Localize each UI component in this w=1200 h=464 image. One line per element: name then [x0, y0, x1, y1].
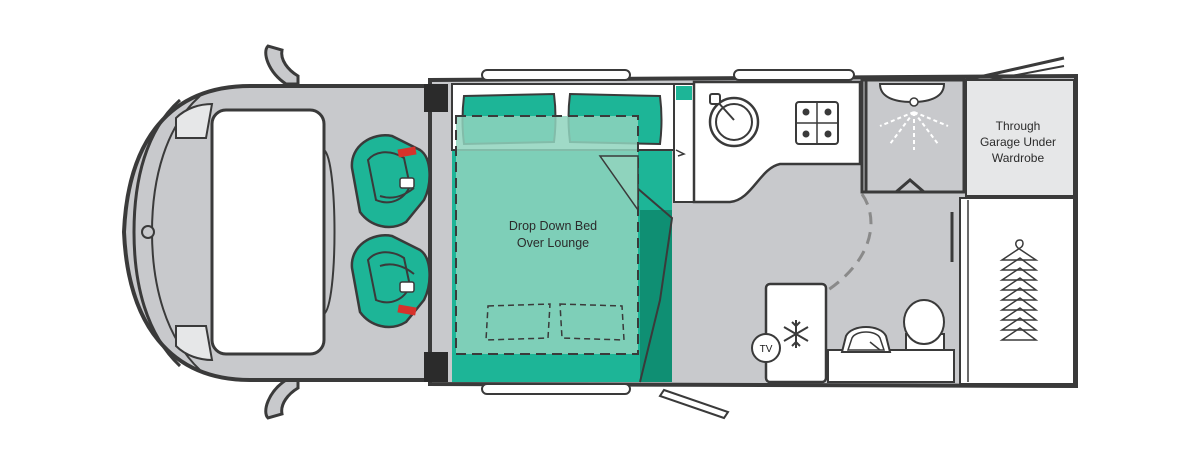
bed-label-line2: Over Lounge [517, 236, 589, 250]
cab-nose-line [132, 98, 182, 368]
washroom-counter [827, 349, 955, 383]
dash-edge [323, 149, 336, 315]
arrow-marker [675, 149, 686, 157]
garage-area [965, 79, 1075, 197]
sink-icon [708, 93, 760, 148]
window-top-1 [481, 69, 631, 81]
tv-icon: TV [751, 333, 781, 363]
washroom-door-arc [827, 193, 873, 292]
window-top-2 [733, 69, 855, 81]
hanger-icon [999, 239, 1039, 341]
tv-label: TV [760, 344, 773, 355]
pillar-bottom [424, 352, 448, 382]
rear-top-line-2 [989, 65, 1065, 81]
cab-seat-top [350, 134, 431, 229]
cushion-right [559, 303, 625, 341]
basin-icon [840, 326, 892, 353]
entrance-door [658, 388, 730, 420]
shower-wall [864, 80, 962, 194]
bed-side-strip [673, 83, 695, 203]
headlight-bottom [175, 325, 214, 362]
mirror-bottom [264, 378, 300, 420]
bed-label-line1: Drop Down Bed [509, 219, 597, 233]
cab-seat-bottom [350, 234, 431, 329]
hob-icon [795, 101, 839, 145]
headlight-top [175, 102, 214, 139]
window-bottom-1 [481, 383, 631, 395]
bed-side-strip-teal [676, 86, 692, 100]
bonnet-badge [141, 225, 155, 239]
pillar-top [424, 84, 448, 112]
garage-label-line3: Wardrobe [992, 151, 1045, 165]
toilet-icon [903, 299, 945, 351]
garage-label-line2: Garage Under [980, 135, 1056, 149]
snowflake-icon [783, 320, 809, 348]
garage-label-line1: Through [996, 119, 1041, 133]
drop-down-bed [455, 115, 639, 355]
wardrobe [959, 197, 1075, 385]
lounge-side-panel [640, 210, 672, 382]
cushion-left [485, 303, 551, 341]
bed-corner-fold [598, 155, 639, 213]
mirror-top [264, 44, 300, 86]
rear-top-line [965, 56, 1065, 82]
shower-icon [878, 83, 949, 150]
windscreen [210, 108, 326, 356]
